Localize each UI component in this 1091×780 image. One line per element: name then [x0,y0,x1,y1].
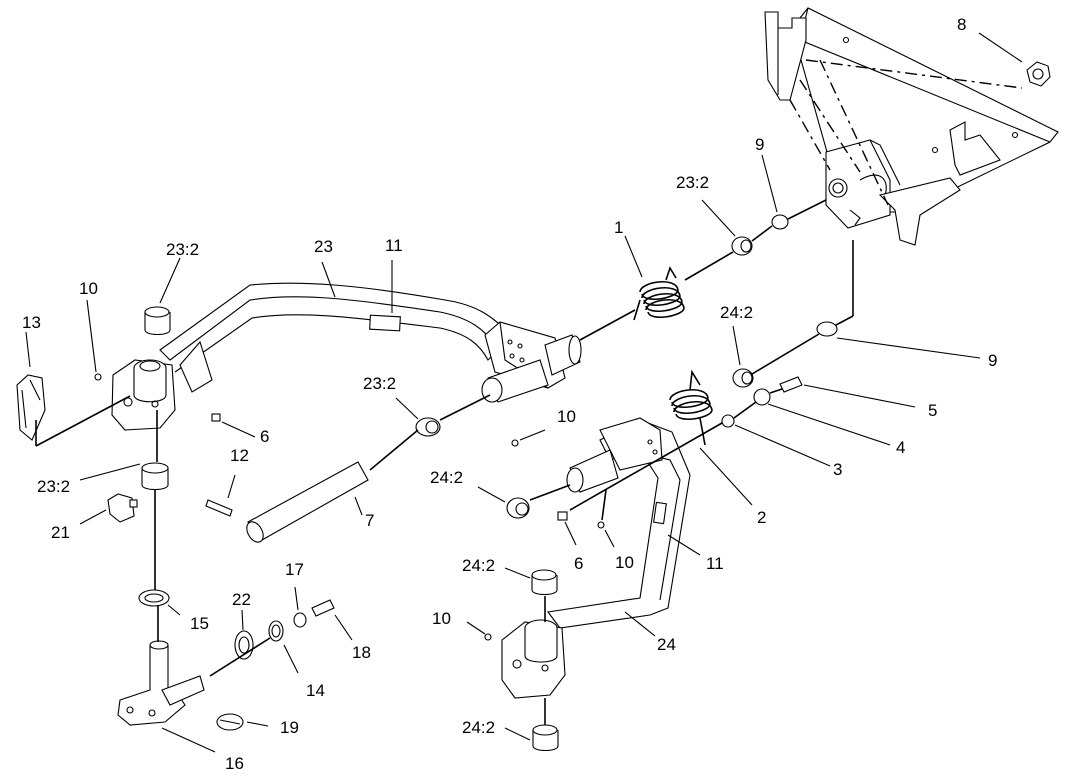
grease-fitting-10-d [484,633,492,641]
callout-16: 16 [225,754,244,773]
hairpin-clip-13 [16,374,46,441]
callout-9-lower: 9 [988,351,997,370]
retaining-ring-19 [216,713,244,731]
callout-12: 12 [230,446,249,465]
callout-23-2-d: 23:2 [676,173,709,192]
callout-2: 2 [757,508,766,527]
callout-22: 22 [232,590,251,609]
torsion-spring-2 [669,369,713,446]
bushing-24-2-right [732,368,754,388]
bushing-24-2-bottom [532,724,559,752]
callout-7: 7 [365,511,374,530]
callout-23-2-c: 23:2 [363,374,396,393]
bolt-5 [779,376,803,393]
callout-1: 1 [614,218,623,237]
callout-15: 15 [190,614,209,633]
set-screw-6-right [557,511,568,521]
grease-fitting-10-c [597,521,605,529]
callout-6-left: 6 [260,427,269,446]
callout-11-upper: 11 [385,236,403,255]
washer-9-upper [771,214,789,230]
callout-10-b: 10 [557,407,576,426]
callout-23: 23 [314,237,333,256]
callout-10-a: 10 [79,279,98,298]
set-screw-6-left [211,413,221,422]
callout-24-2-b: 24:2 [430,468,463,487]
bolt-18 [311,599,335,617]
callout-8: 8 [957,15,966,34]
washer-14 [268,620,284,642]
callout-23-2-a: 23:2 [166,240,199,259]
callout-labels: 1 2 3 4 5 6 6 7 8 9 9 10 10 10 10 11 11 … [22,15,997,773]
hex-nut-8 [1026,61,1051,87]
leader-lines [25,32,1023,753]
mounting-bracket [764,7,1059,246]
axle-arm-23 [159,282,582,403]
clamp-21 [107,493,138,523]
bushing-23-2-lower [141,462,169,491]
bushing-24-2-top [531,569,558,596]
grease-fitting-10-a [94,373,102,381]
callout-13: 13 [22,313,41,332]
callout-24-2-a: 24:2 [720,303,753,322]
callout-3: 3 [833,460,842,479]
callout-6-right: 6 [574,554,583,573]
bushing-23-2-upper [144,306,171,336]
callout-10-c: 10 [615,553,634,572]
bushing-23-2-right [731,236,753,256]
spindle-16 [117,640,205,726]
assembly-lines [35,199,854,725]
bushing-24-2-left [506,497,530,519]
callout-21: 21 [51,523,70,542]
axle-arm-24 [547,417,691,629]
spacer-3 [721,414,735,428]
callout-18: 18 [352,643,371,662]
callout-10-d: 10 [432,609,451,628]
roll-pin-12 [205,499,233,517]
callout-14: 14 [306,681,325,700]
callout-19: 19 [280,718,299,737]
lock-washer-17 [293,612,307,628]
callout-24-2-d: 24:2 [462,718,495,737]
washer-15 [138,589,170,607]
torsion-spring-1 [633,266,685,321]
spindle-housing-right [501,619,566,699]
callout-5: 5 [928,401,937,420]
callout-17: 17 [285,560,304,579]
bushing-23-2-center [415,417,441,437]
callout-11-lower: 11 [706,554,724,573]
callout-9-upper: 9 [755,135,764,154]
grease-fitting-10-b [511,439,519,447]
washer-9-lower [816,321,838,337]
callout-4: 4 [896,438,905,457]
shaft-7 [246,461,369,543]
callout-24-2-c: 24:2 [462,556,495,575]
callout-24: 24 [657,635,676,654]
callout-23-2-b: 23:2 [37,477,70,496]
washer-4 [753,388,771,406]
spindle-housing-left [111,359,176,431]
